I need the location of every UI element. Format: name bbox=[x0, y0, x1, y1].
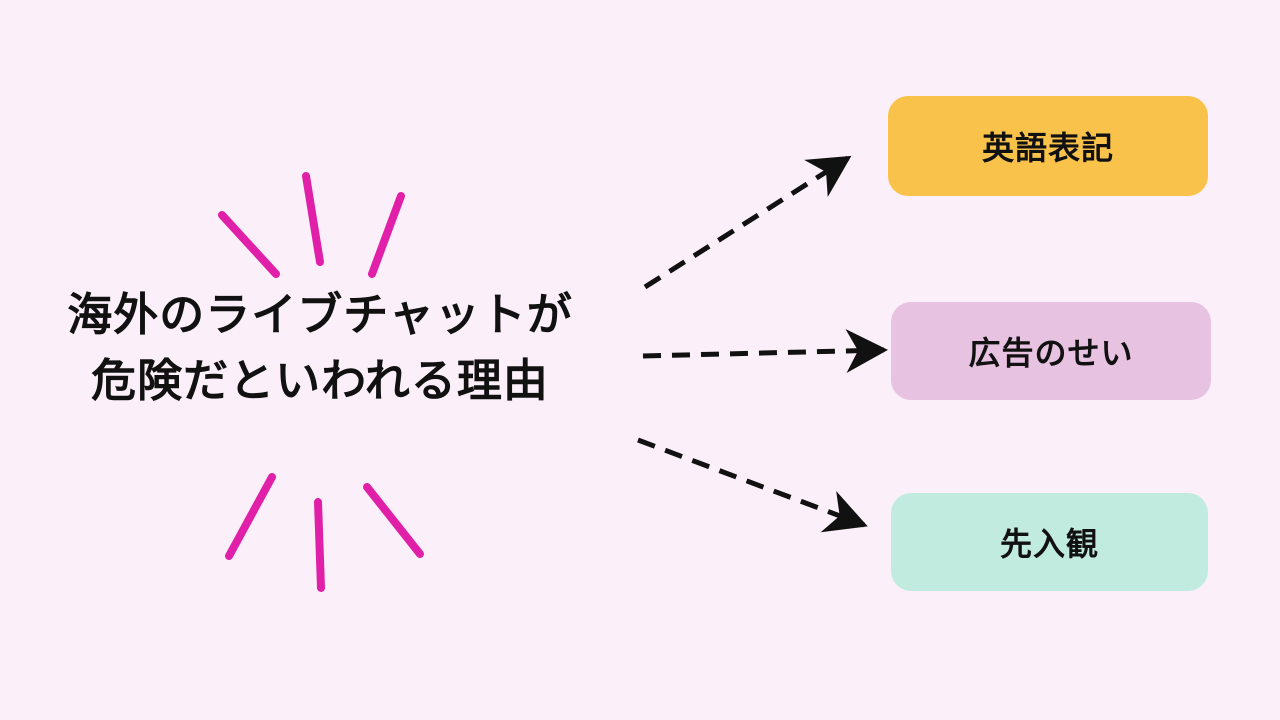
burst-stroke bbox=[363, 483, 424, 558]
reason-box-2: 広告のせい bbox=[891, 302, 1211, 400]
reason-box-1: 英語表記 bbox=[888, 96, 1208, 196]
burst-stroke bbox=[218, 211, 280, 278]
reason-box-3: 先入観 bbox=[891, 493, 1208, 591]
emphasis-burst-top bbox=[218, 172, 405, 278]
arrow-to-reason-3 bbox=[637, 437, 868, 533]
emphasis-burst-bottom bbox=[225, 473, 424, 592]
arrows bbox=[637, 155, 888, 533]
arrow-to-reason-1 bbox=[643, 155, 852, 290]
center-title: 海外のライブチャットが 危険だといわれる理由 bbox=[30, 282, 610, 414]
burst-stroke bbox=[368, 192, 405, 278]
burst-stroke bbox=[225, 473, 276, 560]
center-title-line-1: 海外のライブチャットが bbox=[67, 288, 573, 341]
burst-stroke bbox=[302, 172, 324, 266]
arrow-to-reason-2 bbox=[642, 328, 888, 373]
burst-stroke bbox=[314, 498, 325, 592]
center-title-line-2: 危険だといわれる理由 bbox=[91, 354, 549, 407]
